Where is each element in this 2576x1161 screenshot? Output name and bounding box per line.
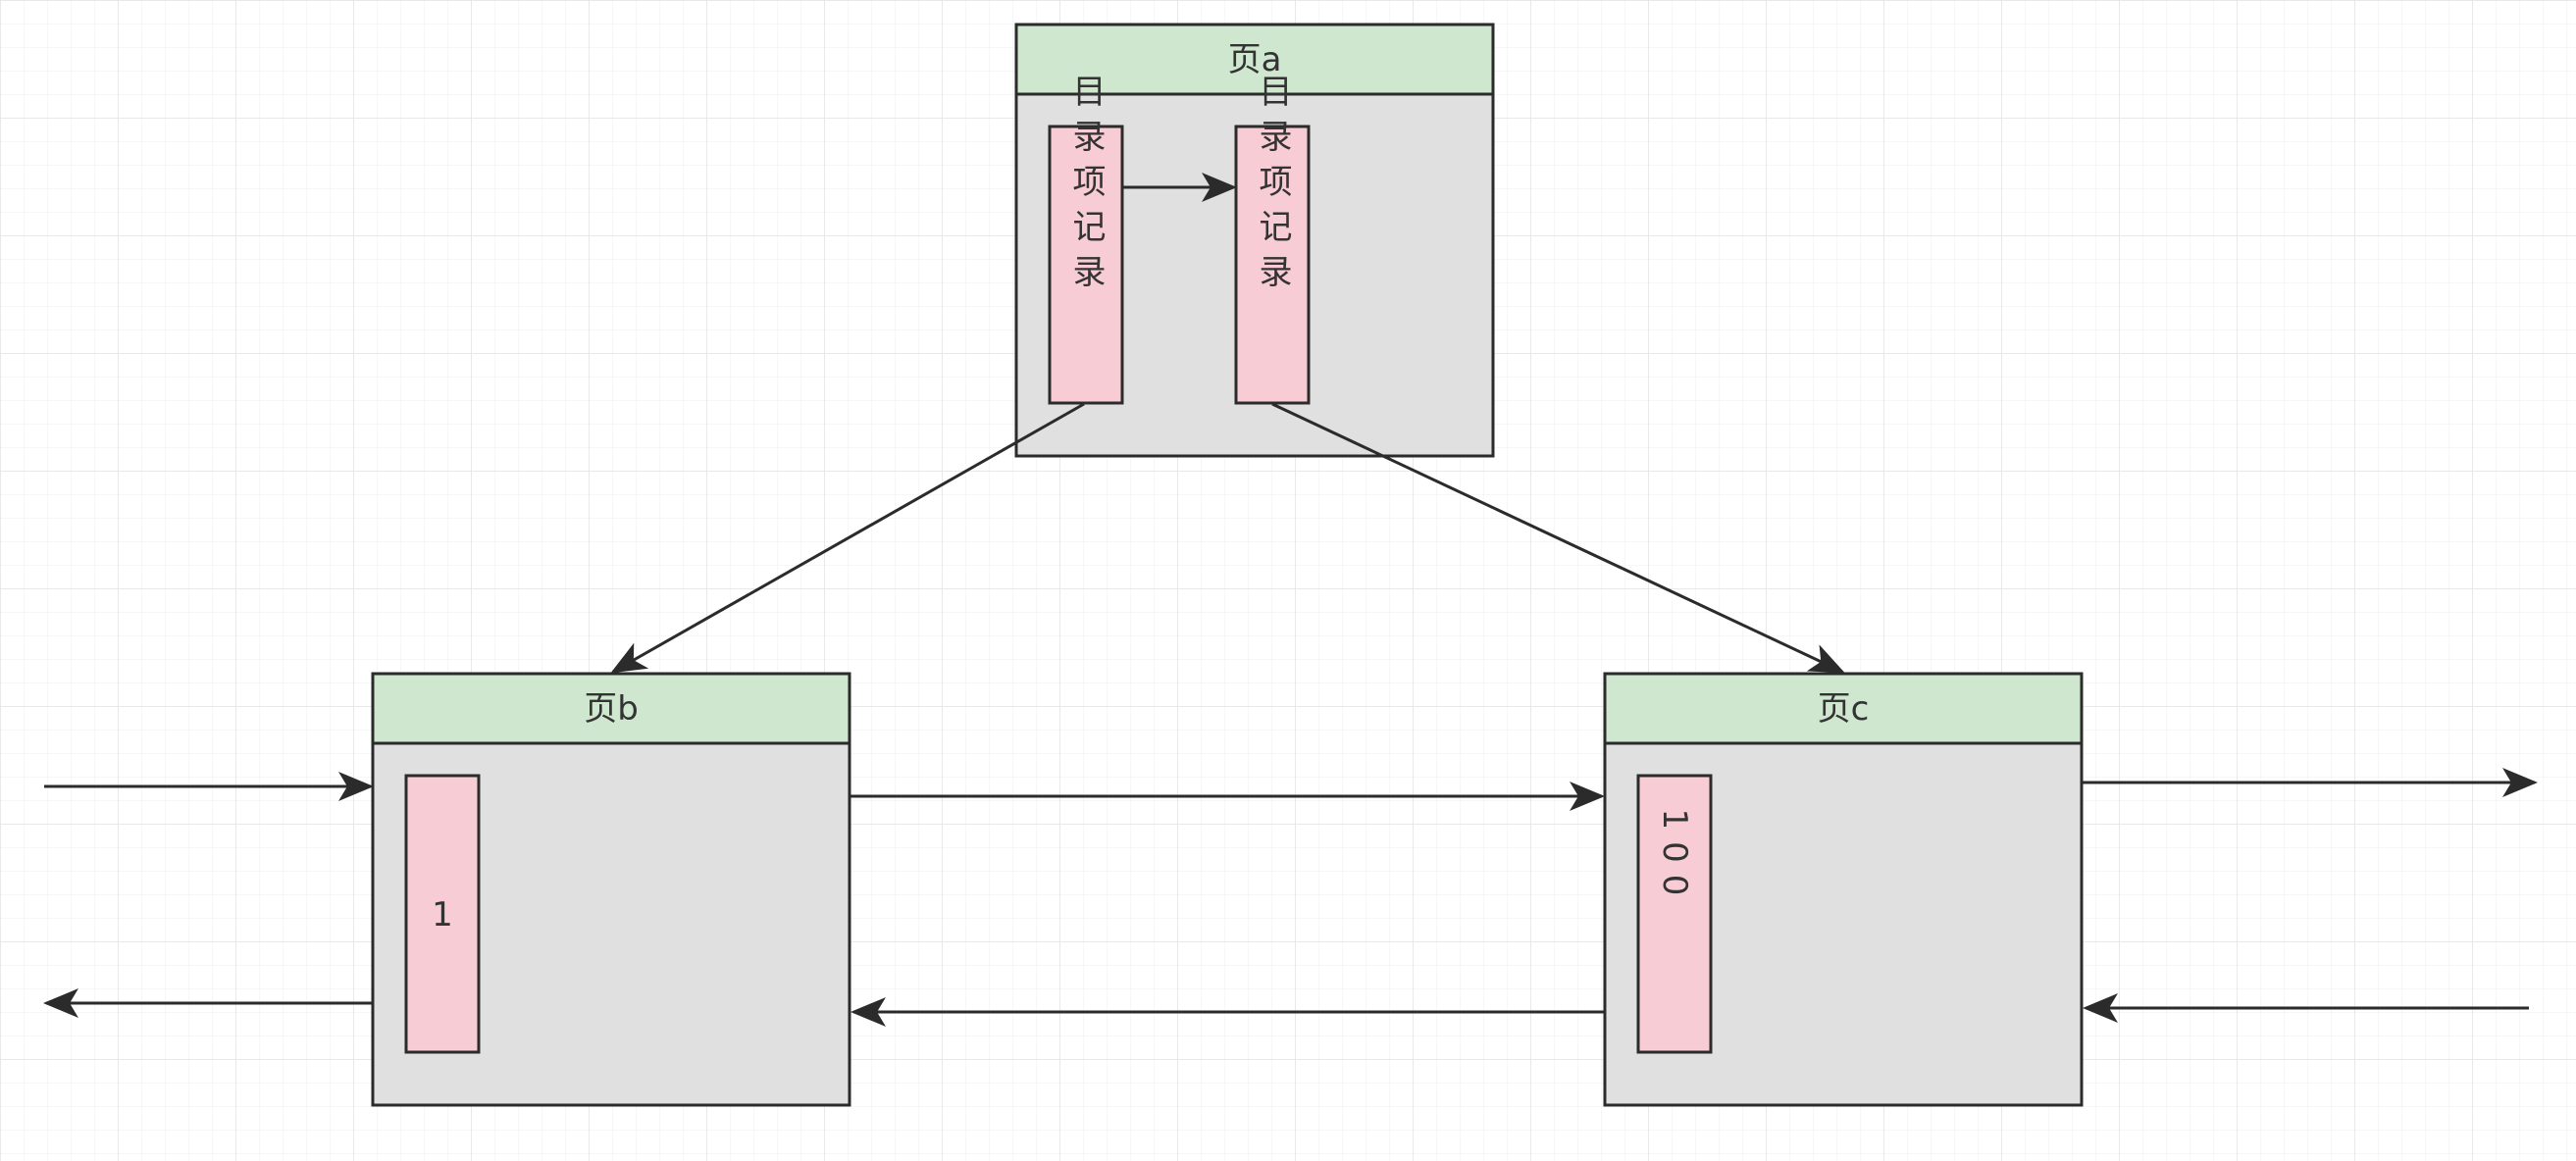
page-c[interactable]: 页c 100 — [1603, 672, 2084, 1107]
page-c-header — [1603, 672, 2084, 745]
record-a2[interactable] — [1234, 125, 1311, 405]
page-a-title: 页a — [1228, 40, 1282, 79]
page-a-header — [1014, 23, 1495, 96]
page-b-header — [371, 672, 851, 745]
connectors — [43, 173, 2538, 1027]
page-c-title: 页c — [1818, 689, 1870, 729]
arrow-record-a2-to-page-c — [1271, 402, 1845, 674]
page-b-title: 页b — [584, 689, 639, 729]
arrow-record-a1-to-page-b — [610, 402, 1085, 674]
record-a1[interactable] — [1048, 125, 1124, 405]
page-a[interactable]: 页a 目录项记录 目录项记录 — [1014, 23, 1495, 458]
record-b1-label: 1 — [432, 895, 453, 934]
record-c1-label: 100 — [1655, 809, 1694, 908]
record-a2-label: 目录项记录 — [1253, 74, 1292, 299]
page-b[interactable]: 页b 1 — [371, 672, 851, 1107]
record-b1[interactable] — [404, 774, 481, 1054]
record-c1[interactable] — [1636, 774, 1713, 1054]
record-a1-label: 目录项记录 — [1066, 74, 1106, 299]
